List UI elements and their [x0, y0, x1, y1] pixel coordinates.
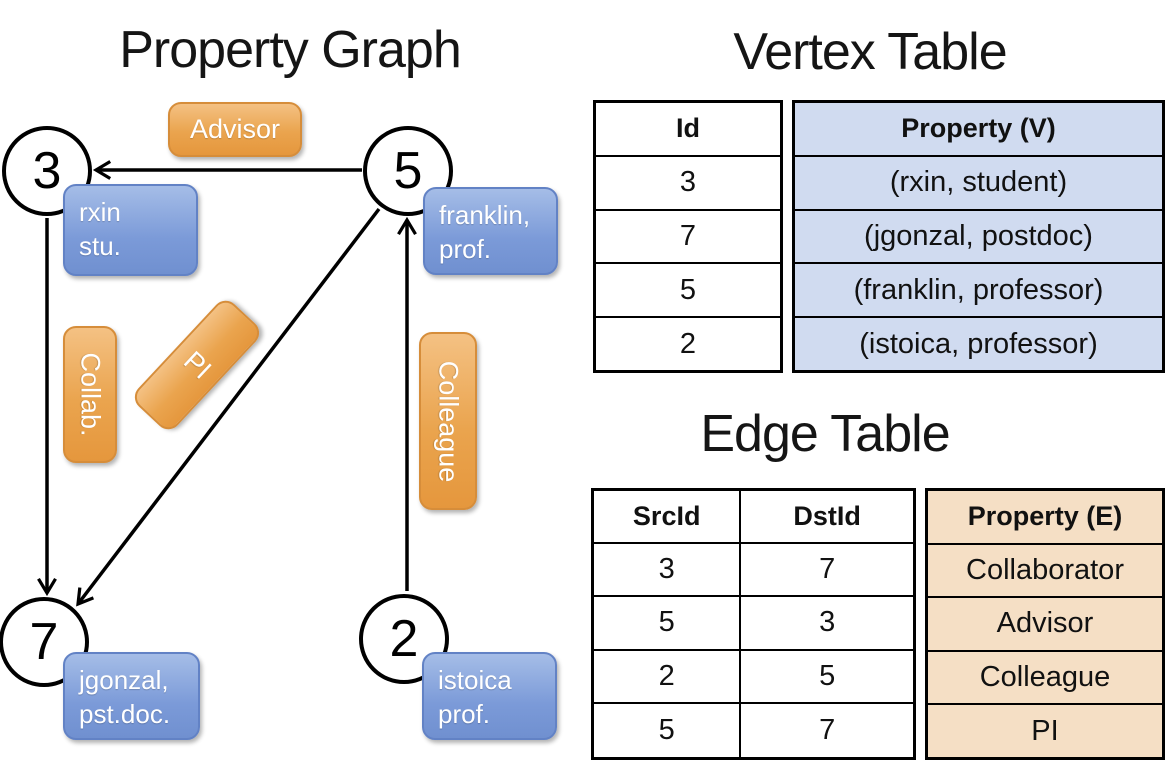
- vertex-table-header-id: Id: [596, 103, 780, 157]
- vertex-id-5: 5: [393, 142, 423, 200]
- table-cell: 5: [594, 703, 742, 757]
- table-cell: 5: [594, 597, 742, 651]
- graph-edges-svg: [37, 160, 417, 607]
- edge-table-header-srcid: SrcId: [594, 491, 742, 545]
- vertex-table-property-column: Property (V) (rxin, student) (jgonzal, p…: [792, 100, 1165, 373]
- table-cell: Colleague: [928, 651, 1162, 706]
- table-cell: 2: [594, 650, 742, 704]
- edge-label-colleague-text: Colleague: [433, 360, 464, 482]
- vertex-table-id-column: Id 3 7 5 2: [593, 100, 783, 373]
- property-graph-title: Property Graph: [119, 21, 462, 79]
- edge-table-property-column: Property (E) Collaborator Advisor Collea…: [925, 488, 1165, 760]
- vertex-table-title: Vertex Table: [733, 23, 1007, 81]
- table-cell: 5: [741, 651, 913, 704]
- edge-label-advisor-text: Advisor: [189, 114, 281, 144]
- table-cell: 3: [596, 157, 780, 211]
- edge-table-header-dstid: DstId: [741, 491, 913, 545]
- edge-table-header-property: Property (E): [928, 491, 1162, 545]
- vertex-circle-5: 5: [363, 126, 453, 216]
- edge-table-title: Edge Table: [700, 405, 950, 463]
- edge-arrow-5-to-7: [76, 207, 381, 607]
- vertex-id-3: 3: [32, 142, 62, 200]
- table-cell: 7: [741, 544, 913, 598]
- vertex-property-line2: pst.doc.: [79, 699, 171, 729]
- vertex-table-header-property: Property (V): [795, 103, 1162, 157]
- table-cell: 3: [741, 597, 913, 651]
- vertex-property-line2: prof.: [438, 699, 491, 729]
- table-cell: 7: [596, 211, 780, 265]
- table-cell: 5: [596, 264, 780, 319]
- edge-label-advisor: Advisor: [168, 102, 302, 157]
- table-cell: (istoica, professor): [795, 318, 1162, 370]
- vertex-property-line1: franklin,: [439, 200, 531, 230]
- edge-label-pi-text: PI: [177, 344, 217, 385]
- vertex-id-7: 7: [29, 613, 59, 671]
- table-cell: (jgonzal, postdoc): [795, 210, 1162, 265]
- vertex-property-box-2: istoica prof.: [422, 652, 557, 740]
- edge-table-id-columns: SrcId DstId 3 7 5 3 2 5 5 7: [591, 488, 916, 760]
- table-cell: Advisor: [928, 598, 1162, 652]
- table-cell: 2: [679, 327, 697, 360]
- table-cell: PI: [928, 705, 1162, 757]
- vertex-property-line2: stu.: [79, 231, 121, 261]
- edge-label-collab: Collab.: [63, 326, 117, 463]
- table-cell: 7: [819, 713, 836, 746]
- vertex-property-line1: istoica: [438, 665, 512, 695]
- vertex-property-line2: prof.: [439, 234, 492, 264]
- vertex-id-2: 2: [389, 610, 419, 668]
- vertex-property-box-3: rxin stu.: [63, 184, 198, 276]
- edge-label-colleague: Colleague: [419, 332, 477, 510]
- vertex-circle-2: 2: [359, 594, 449, 684]
- vertex-property-line1: jgonzal,: [79, 665, 169, 695]
- vertex-property-line1: rxin: [79, 197, 121, 227]
- vertex-property-box-7: jgonzal, pst.doc.: [63, 652, 200, 740]
- table-cell: (franklin, professor): [795, 264, 1162, 319]
- edge-label-collab-text: Collab.: [75, 352, 106, 437]
- table-cell: 3: [594, 544, 742, 598]
- vertex-property-box-5: franklin, prof.: [423, 187, 558, 275]
- table-cell: Collaborator: [928, 544, 1162, 599]
- table-cell: (rxin, student): [795, 156, 1162, 211]
